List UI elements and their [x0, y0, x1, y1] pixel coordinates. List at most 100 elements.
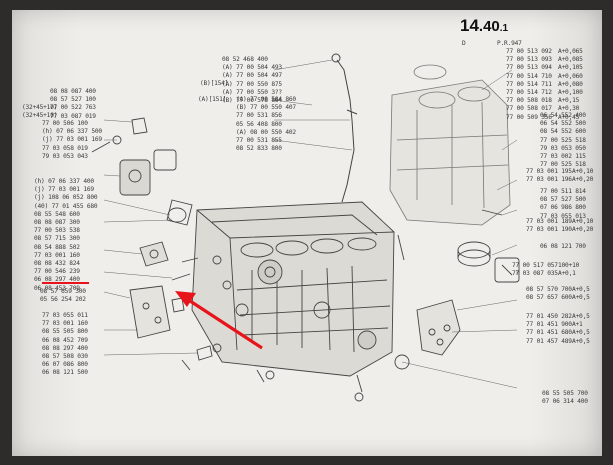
part-number: (B) 77 00 578 864: [222, 97, 282, 105]
right-single-part: 06 08 121 700: [540, 243, 586, 250]
part-number: 77 03 087 035: [512, 270, 558, 278]
part-number: 77 03 001 190: [526, 226, 572, 234]
engine-block: [191, 201, 395, 377]
part-number: 77 00 506 100: [42, 120, 88, 127]
part-number: A+0,1: [558, 270, 576, 278]
part-number: 77 00 517 057: [512, 262, 558, 269]
part-number: 77 00 513 094: [506, 64, 552, 72]
dipstick: [331, 53, 358, 203]
part-number: 06 07 086 800: [42, 361, 88, 369]
part-number: 77 00 525 518: [540, 161, 586, 169]
part-number: 79 03 053 050: [540, 144, 586, 152]
part-number: (32+45+10): [22, 112, 58, 120]
part-number: (B) 77 00 550 407: [236, 104, 296, 112]
part-number: 77 03 055 013: [540, 212, 586, 220]
top-center-prefix: (B)[154]: [200, 80, 229, 87]
part-number: A+0,10: [572, 218, 594, 225]
part-number: 08 54 552 600: [540, 128, 586, 136]
part-number: (h) 07 06 337 400: [34, 178, 94, 185]
part-number: A+0,085: [558, 56, 583, 64]
part-number: 77 03 087 019: [50, 112, 96, 120]
part-number: 77 01 451 680: [526, 329, 572, 337]
part-number: A+0,30: [558, 105, 580, 113]
part-number: (j) 108 06 052 800: [34, 194, 98, 202]
catalog-code: P.R.947: [497, 40, 522, 47]
exploded-diagram: [42, 53, 520, 402]
part-number: 08 08 087 300: [34, 219, 80, 227]
part-number: A+0,10: [572, 168, 594, 175]
leader-lines: [103, 59, 518, 389]
part-number: 07 06 314 400: [542, 398, 588, 406]
part-number: A+0,5: [572, 337, 590, 345]
part-number: 77 00 513 093: [506, 56, 552, 64]
part-number: 08 55 505 800: [42, 328, 88, 336]
part-number: 77 00 513 092: [506, 48, 552, 55]
part-number: 06 08 121 500: [42, 369, 88, 377]
part-number: 08 55 505 700: [542, 390, 588, 397]
part-number: 08 08 432 824: [34, 260, 80, 268]
part-number: 05 56 408 800: [236, 120, 282, 128]
section-number: 14.40.1: [460, 16, 509, 35]
part-number: 08 08 087 400: [50, 88, 96, 95]
part-number: A+0,20: [572, 176, 594, 184]
part-number: 08 08 297 400: [42, 344, 88, 352]
part-number: 77 01 450 282: [526, 313, 572, 320]
part-number: 06 54 552 500: [540, 120, 586, 128]
part-number: 77 00 522 763: [50, 104, 96, 112]
part-number: (A) 77 00 504 860: [236, 96, 296, 103]
part-number: 77 03 001 195: [526, 168, 572, 175]
section-letter: D: [462, 40, 466, 47]
catalog-page: 14.40.1 D P.R.947: [12, 10, 602, 456]
part-number: 77 03 055 011: [42, 312, 88, 319]
part-number: 77 00 511 814: [540, 188, 586, 195]
part-number: 08 57 715 300: [34, 235, 80, 243]
left-top-prefix: (32+45+10)(32+45+10): [22, 104, 57, 120]
part-number: 77 00 525 518: [540, 136, 586, 144]
part-number: (40) 77 01 455 680: [34, 202, 98, 210]
part-number: 77 03 001 196: [526, 176, 572, 184]
part-number: 08 57 527 100: [50, 96, 96, 104]
part-number: 08 52 833 800: [236, 145, 282, 153]
part-number: 05 56 254 202: [40, 296, 86, 304]
part-number: A+0,5: [572, 313, 590, 320]
part-number: (j) 77 03 001 169: [34, 186, 94, 194]
right-components: [354, 209, 520, 402]
part-number: 100+10: [558, 262, 580, 269]
part-number: (A) 77 00 504 493: [222, 64, 282, 72]
part-number: 79 03 053 043: [42, 152, 88, 160]
left-mid-parts: (h) 07 06 337 400(j) 77 03 001 169(j) 10…: [34, 178, 98, 293]
part-number: (A) 77 00 550 3??: [222, 88, 282, 96]
part-number: A+0,5: [572, 294, 590, 302]
part-number: A+0,080: [558, 80, 583, 88]
red-arrow: [175, 291, 263, 350]
part-number: (A) 77 00 550 875: [222, 80, 282, 88]
left-components: [91, 117, 275, 383]
part-number: 08 57 527 500: [540, 196, 586, 204]
part-number: 77 00 514 712: [506, 89, 552, 97]
part-number: 77 00 508 018: [506, 97, 552, 105]
part-number: 77 00 508 017: [506, 105, 552, 113]
part-number: A+0,5: [572, 329, 590, 337]
part-number: 77 03 058 019: [42, 144, 88, 152]
part-number: 77 00 531 856: [236, 112, 282, 120]
part-number: 08 55 548 600: [34, 210, 80, 218]
part-number: 06 08 452 709: [42, 336, 88, 344]
part-number: 06 08 297 400: [34, 276, 80, 284]
liner-assembly: [389, 64, 511, 226]
part-number: 06 08 453 709: [34, 284, 80, 292]
part-number: 08 57 508 030: [42, 353, 88, 361]
